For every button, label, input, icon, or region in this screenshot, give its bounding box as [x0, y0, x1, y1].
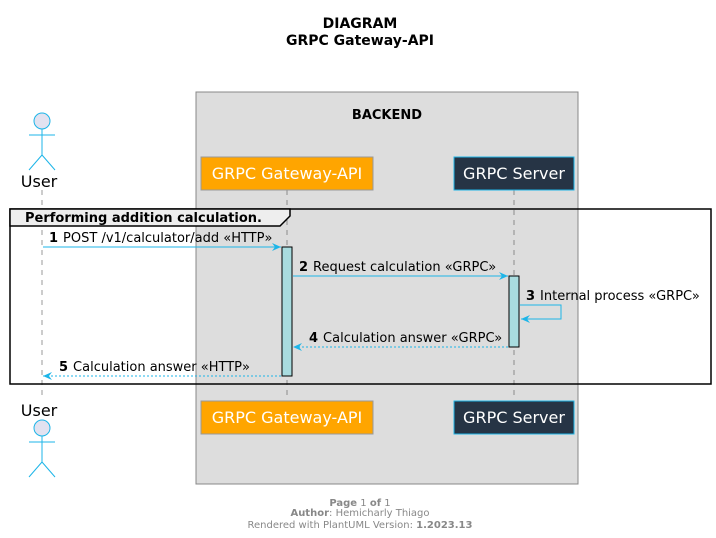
- server-participant-top: [453, 156, 575, 191]
- diagram-title-line1: DIAGRAM: [323, 16, 398, 32]
- server-label-top: GRPC Server: [463, 164, 565, 183]
- message-1-label: 1 POST /v1/calculator/add «HTTP»: [49, 231, 272, 246]
- message-5-number: 5: [59, 360, 68, 375]
- group-tab: [9, 208, 291, 227]
- message-5-text: Calculation answer «HTTP»: [73, 360, 250, 375]
- gateway-label-bottom: GRPC Gateway-API: [212, 408, 363, 427]
- user-label-bottom: User: [21, 401, 58, 420]
- message-4-text: Calculation answer «GRPC»: [323, 331, 502, 346]
- gateway-participant-bottom: [200, 400, 374, 435]
- message-3-number: 3: [526, 289, 535, 304]
- actor-head-icon: [33, 419, 51, 437]
- footer-rendered: Rendered with PlantUML Version: 1.2023.1…: [248, 520, 473, 531]
- footer-page: Page 1 of 1: [329, 498, 390, 509]
- user-label-top: User: [21, 172, 58, 191]
- message-3-arrow: [520, 304, 562, 323]
- message-4-label: 4 Calculation answer «GRPC»: [309, 331, 502, 346]
- backend-box-title: BACKEND: [352, 108, 422, 123]
- gateway-activation: [281, 246, 293, 377]
- message-1-text: POST /v1/calculator/add «HTTP»: [63, 231, 272, 246]
- message-2-label: 2 Request calculation «GRPC»: [299, 260, 496, 275]
- footer-author: Author: Hemicharly Thiago: [290, 508, 429, 519]
- server-label-bottom: GRPC Server: [463, 408, 565, 427]
- group-label: Performing addition calculation.: [25, 211, 262, 226]
- message-1-number: 1: [49, 231, 58, 246]
- user-actor-bottom: [28, 419, 56, 478]
- actor-head-icon: [33, 112, 51, 130]
- gateway-participant-top: [200, 156, 374, 191]
- diagram-title-line2: GRPC Gateway-API: [286, 33, 434, 49]
- message-5-label: 5 Calculation answer «HTTP»: [59, 360, 250, 375]
- message-3-label: 3 Internal process «GRPC»: [526, 289, 700, 304]
- message-3-text: Internal process «GRPC»: [540, 289, 700, 304]
- message-2-text: Request calculation «GRPC»: [313, 260, 496, 275]
- user-actor-top: [28, 112, 56, 171]
- message-2-number: 2: [299, 260, 308, 275]
- group-frame: [9, 208, 712, 385]
- server-participant-bottom: [453, 400, 575, 435]
- message-4-number: 4: [309, 331, 318, 346]
- server-activation: [508, 275, 520, 348]
- gateway-label-top: GRPC Gateway-API: [212, 164, 363, 183]
